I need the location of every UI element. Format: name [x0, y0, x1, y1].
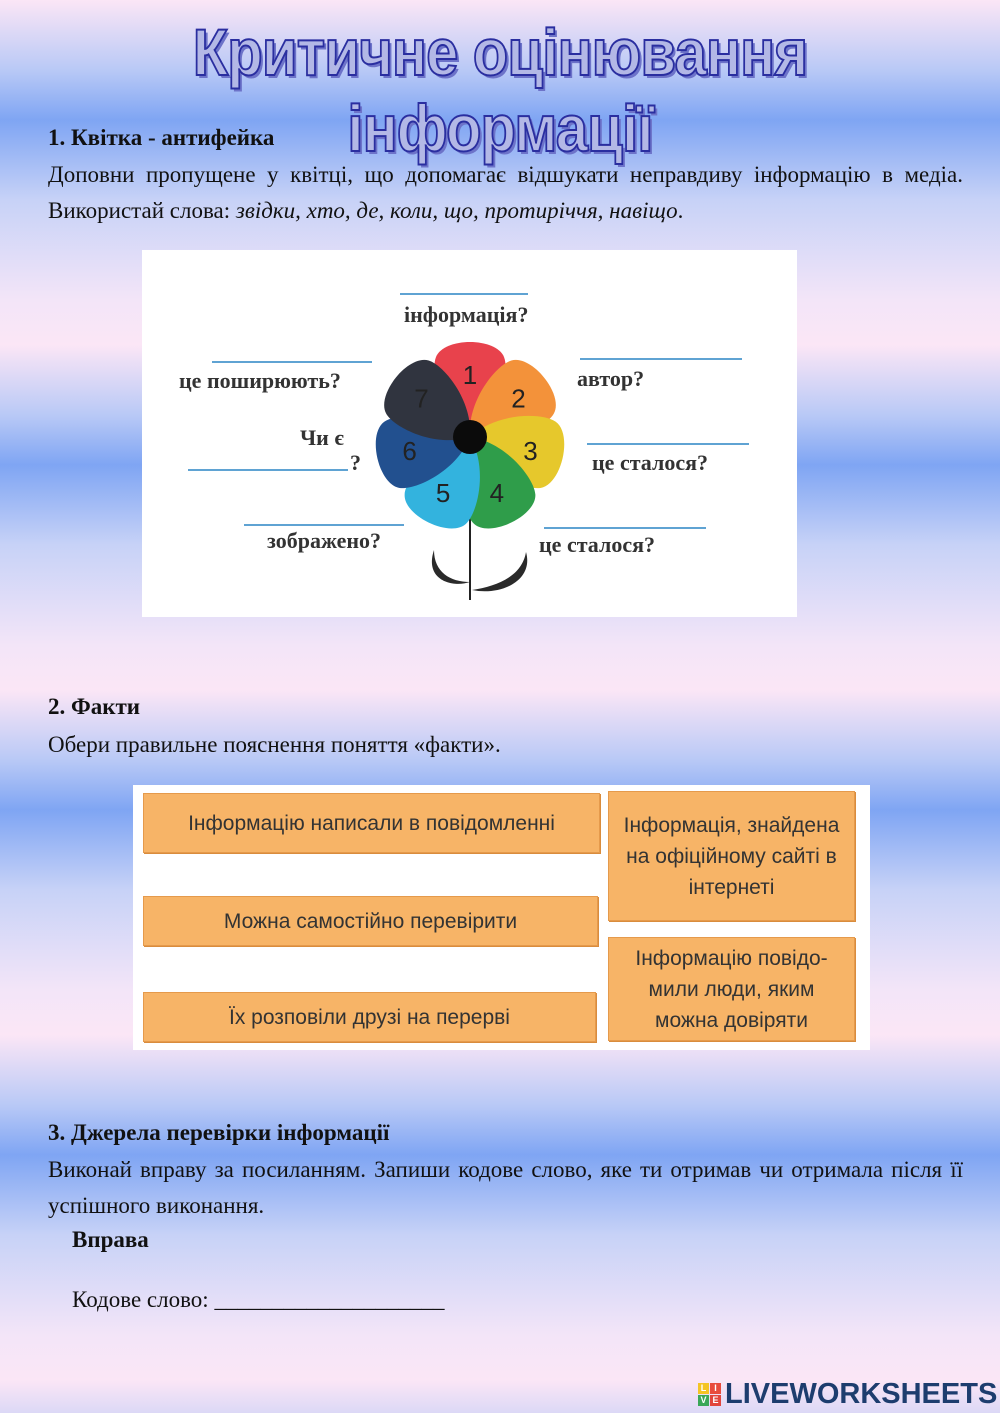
logo-squares-icon: L I V E — [698, 1383, 721, 1406]
logo-letter: L — [698, 1383, 709, 1394]
option-1[interactable]: Інформацію написали в повідомленні — [143, 793, 600, 853]
option-3[interactable]: Їх розповіли друзі на перерві — [143, 992, 596, 1042]
label-happened-3: це сталося? — [592, 450, 708, 475]
exercise-link[interactable]: Вправа — [72, 1227, 149, 1252]
label-information: інформація? — [404, 302, 529, 327]
petal-number: 7 — [414, 383, 428, 413]
petal-number: 5 — [436, 478, 450, 508]
logo-letter: V — [698, 1395, 709, 1406]
facts-options: Інформацію написали в повідомленні Можна… — [133, 785, 870, 1050]
leaf-right — [472, 552, 528, 592]
petal-7 — [384, 360, 471, 441]
petal-shape — [384, 360, 471, 441]
code-word-input[interactable]: ____________________ — [214, 1287, 445, 1312]
petal-5 — [404, 437, 480, 529]
petal-shape — [470, 415, 565, 489]
answer-line-6[interactable] — [188, 469, 348, 471]
section2-instructions: Обери правильне пояснення поняття «факти… — [48, 732, 501, 757]
petal-4 — [460, 437, 536, 529]
section1-heading: 1. Квітка - антифейка — [48, 125, 275, 150]
answer-line-5[interactable] — [244, 524, 404, 526]
answer-line-7[interactable] — [212, 361, 372, 363]
instructions-text: Доповни пропущене у квітці, що допомагає… — [48, 162, 963, 223]
petal-3 — [470, 415, 565, 489]
section3-instructions: Виконай вправу за посиланням. Запиши код… — [48, 1157, 963, 1218]
logo-letter: I — [710, 1383, 721, 1394]
logo-letter: E — [710, 1395, 721, 1406]
answer-line-1[interactable] — [400, 293, 528, 295]
petal-number: 3 — [523, 436, 537, 466]
code-word-row: Кодове слово: ____________________ — [72, 1282, 672, 1318]
section3-heading: 3. Джерела перевірки інформації — [48, 1120, 390, 1145]
petal-shape — [460, 437, 536, 529]
section2-heading: 2. Факти — [48, 694, 141, 719]
option-4[interactable]: Інформація, знайдена на офіційному сайті… — [608, 791, 855, 921]
label-happened-4: це сталося? — [539, 532, 655, 557]
flower-center — [453, 420, 487, 454]
code-word-label: Кодове слово: — [72, 1287, 215, 1312]
label-is-there: Чи є — [300, 425, 344, 450]
label-spread: це поширюють? — [179, 368, 341, 393]
answer-line-2[interactable] — [580, 358, 742, 360]
answer-line-3[interactable] — [587, 443, 749, 445]
label-author: автор? — [577, 366, 645, 391]
answer-line-4[interactable] — [544, 527, 706, 529]
section1-instructions: Доповни пропущене у квітці, що допомагає… — [48, 157, 963, 229]
logo-text: LIVEWORKSHEETS — [725, 1378, 998, 1410]
liveworksheets-logo: L I V E LIVEWORKSHEETS — [698, 1378, 997, 1411]
label-question-mark: ? — [350, 450, 361, 475]
option-5[interactable]: Інформацію повідо-мили люди, яким можна … — [608, 937, 855, 1041]
petal-number: 4 — [490, 478, 504, 508]
instructions-end: . — [677, 198, 684, 223]
petal-number: 2 — [511, 383, 525, 413]
petal-number: 6 — [402, 436, 416, 466]
option-2[interactable]: Можна самостійно перевірити — [143, 896, 598, 946]
label-depicted: зображено? — [267, 528, 382, 553]
word-list: звідки, хто, де, коли, що, протиріччя, н… — [235, 198, 678, 223]
page-title: Критичне оцінювання інформації — [192, 14, 809, 166]
petal-shape — [404, 437, 480, 529]
leaf-left — [431, 550, 470, 584]
petal-number: 1 — [463, 360, 477, 390]
